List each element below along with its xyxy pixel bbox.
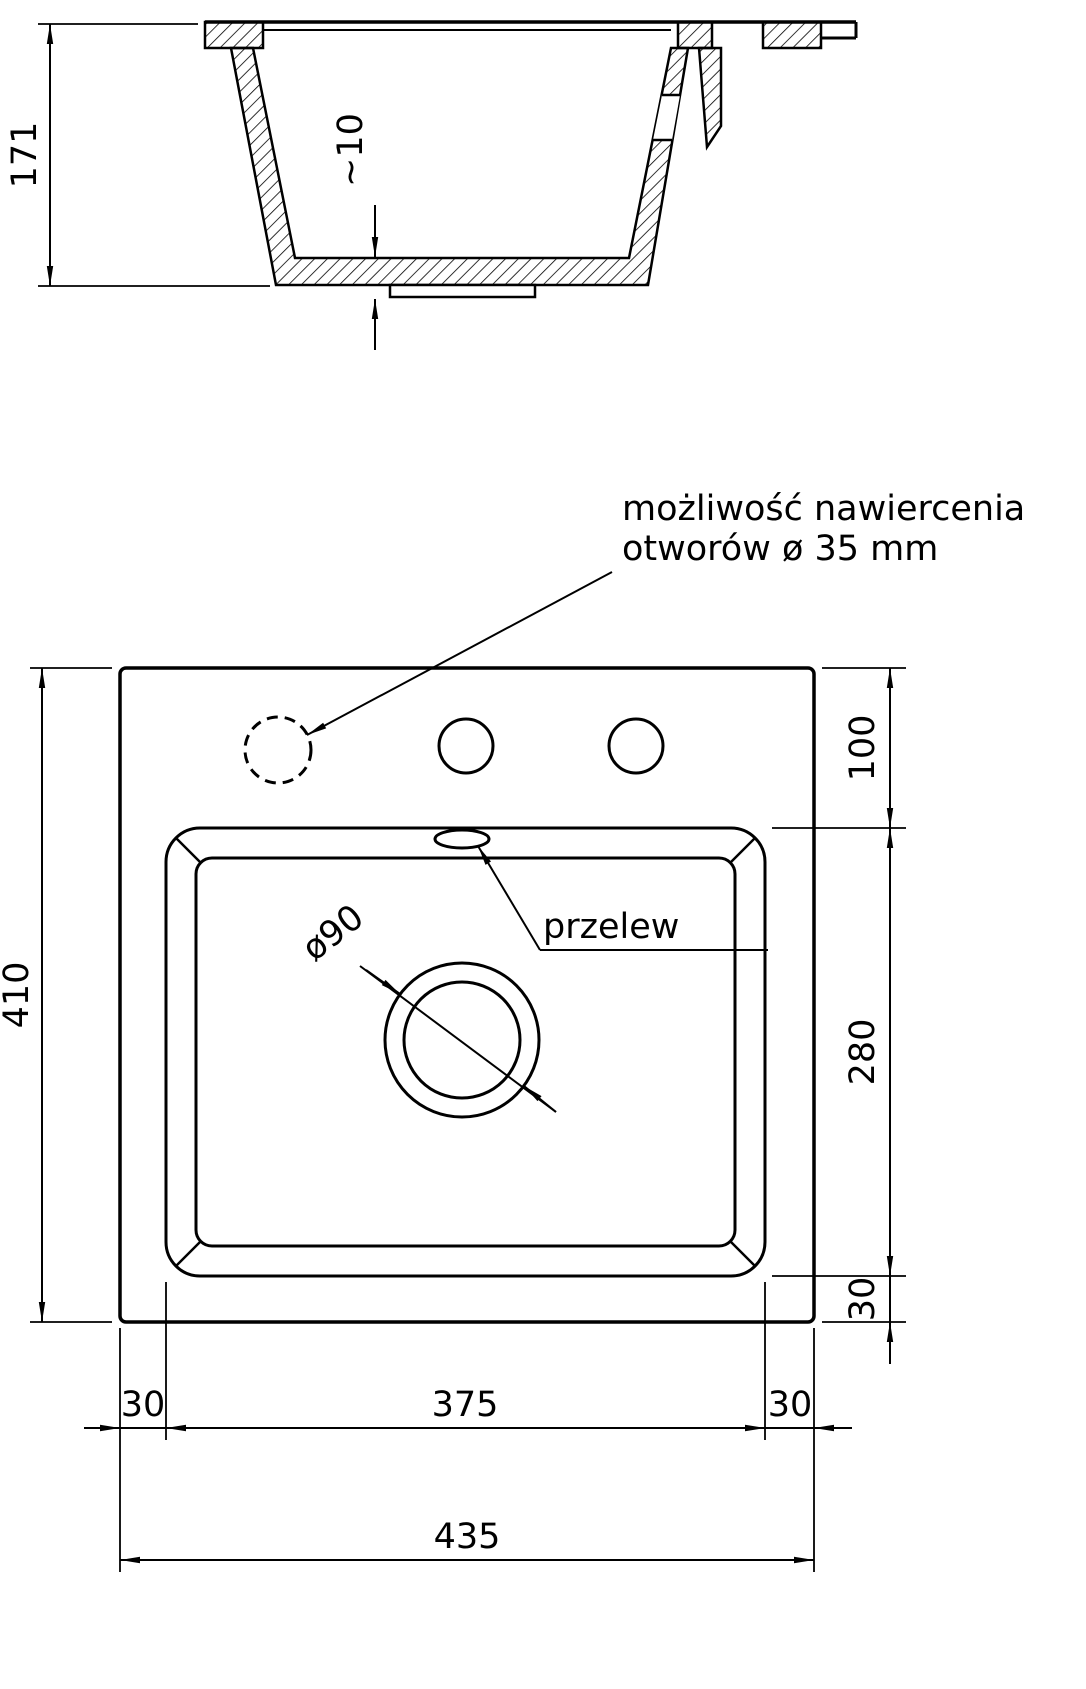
bowl-inner-rim — [194, 856, 737, 1248]
dim-depth-total: 410 — [0, 667, 112, 1323]
section-view: 171 ~10 — [5, 20, 858, 350]
bowl-corner-slope — [729, 1240, 756, 1267]
deck-right-cut-a — [676, 20, 714, 50]
dim-label-offset-bottom: 30 — [843, 1277, 883, 1322]
diameter-line — [359, 965, 557, 1113]
drain-inner-circle — [402, 980, 522, 1100]
dim-label-bowl-length: 280 — [843, 1019, 883, 1086]
sink-outline — [118, 666, 816, 1324]
leader-line — [306, 571, 613, 736]
overflow-opening — [653, 95, 680, 140]
overflow-label: przelew — [543, 907, 679, 947]
bowl-outer-rim — [164, 826, 767, 1278]
optional-tap-hole — [243, 715, 313, 785]
plan-view: możliwość nawiercenia otworów ø 35 mm pr… — [0, 489, 1025, 1572]
dim-label-offset-top: 100 — [843, 715, 883, 782]
bowl-corner-slope — [175, 1240, 202, 1267]
dim-overall-height: 171 — [5, 23, 270, 287]
dim-chain-right: 100 280 30 — [772, 667, 906, 1364]
drill-note-line1: możliwość nawiercenia — [622, 489, 1025, 529]
overflow-channel-wall — [697, 46, 723, 151]
arrowhead — [365, 969, 401, 995]
dim-bottom-thickness: ~10 — [331, 113, 379, 350]
arrowhead — [523, 1085, 557, 1113]
tap-hole-2 — [607, 717, 665, 775]
dim-label-height: 171 — [5, 122, 45, 189]
leader-line — [477, 845, 541, 951]
tap-hole-1 — [437, 717, 495, 775]
dim-label-bowl-width: 375 — [432, 1385, 499, 1425]
dim-label-offset-left: 30 — [121, 1385, 166, 1425]
drain-diameter-label: ø90 — [295, 897, 372, 969]
overflow-slot — [433, 828, 491, 850]
bowl-corner-slope — [729, 837, 756, 864]
drill-note-line2: otworów ø 35 mm — [622, 529, 938, 569]
dim-label-width-total: 435 — [434, 1517, 501, 1557]
dim-label-depth-total: 410 — [0, 962, 37, 1029]
dim-label-offset-right: 30 — [768, 1385, 813, 1425]
overflow-callout: przelew — [477, 845, 768, 951]
basin-walls-cut — [229, 46, 690, 287]
deck-right-cut-b — [761, 20, 823, 50]
bowl-corner-slope — [175, 837, 202, 864]
dim-width-total: 435 — [120, 1517, 814, 1564]
dim-label-bottom-thickness: ~10 — [331, 113, 371, 187]
drain-outer-circle — [383, 961, 541, 1119]
drill-note: możliwość nawiercenia otworów ø 35 mm — [306, 489, 1025, 736]
dim-chain-bottom: 30 375 30 — [84, 1282, 852, 1572]
drain-callout: ø90 — [295, 897, 557, 1113]
drain-outlet-section — [388, 283, 537, 299]
deck-left-cut — [203, 20, 265, 50]
